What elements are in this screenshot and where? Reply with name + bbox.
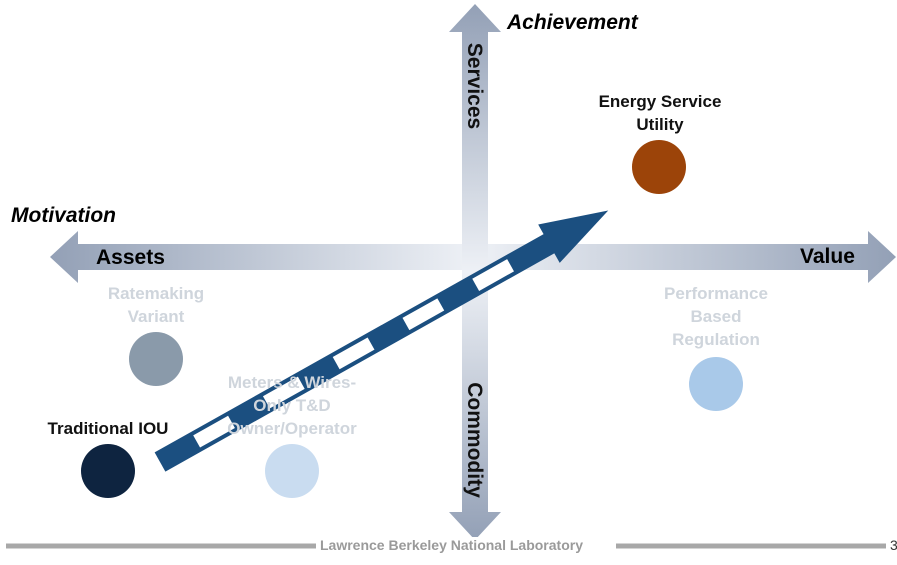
meters-wires-only-label-line: Owner/Operator — [227, 419, 357, 438]
meters-wires-only-label: Meters & Wires- Only T&D Owner/Operator — [206, 371, 378, 440]
page-number: 3 — [890, 537, 897, 553]
trajectory-arrow-stripe — [402, 298, 445, 331]
trajectory-arrow-stripe — [472, 259, 514, 291]
trajectory-arrow-head — [538, 210, 609, 263]
energy-service-utility-label-line: Utility — [636, 115, 684, 134]
trajectory-arrow-stripe — [332, 337, 375, 370]
ratemaking-variant-label: Ratemaking Variant — [76, 282, 236, 328]
energy-service-utility-node — [632, 140, 686, 194]
energy-service-utility-label-line: Energy Service — [598, 92, 722, 111]
performance-based-regulation-label-line: Regulation — [672, 330, 760, 349]
performance-based-regulation-label-line: Based — [690, 307, 742, 326]
traditional-iou-node — [81, 444, 135, 498]
footer-lab-name: Lawrence Berkeley National Laboratory — [316, 537, 587, 553]
performance-based-regulation-node — [689, 357, 743, 411]
value-label: Value — [800, 245, 855, 268]
meters-wires-only-label-line: Only T&D — [253, 396, 331, 415]
traditional-iou-label-line: Traditional IOU — [47, 419, 169, 438]
trajectory-arrow — [154, 210, 609, 472]
achievement-axis-title: Achievement — [507, 11, 638, 34]
ratemaking-variant-label-line: Variant — [127, 307, 185, 326]
meters-wires-only-label-line: Meters & Wires- — [227, 373, 357, 392]
meters-wires-only-node — [265, 444, 319, 498]
commodity-label: Commodity — [463, 382, 486, 498]
vertical-axis-arrow — [449, 4, 501, 540]
ratemaking-variant-label-line: Ratemaking — [107, 284, 205, 303]
trajectory-arrow-stripes — [193, 259, 514, 448]
performance-based-regulation-label: Performance Based Regulation — [631, 282, 801, 351]
ratemaking-variant-node — [129, 332, 183, 386]
motivation-axis-title: Motivation — [11, 204, 116, 227]
services-label: Services — [463, 42, 486, 130]
traditional-iou-label: Traditional IOU — [26, 417, 190, 440]
energy-service-utility-label: Energy Service Utility — [570, 90, 750, 136]
performance-based-regulation-label-line: Performance — [664, 284, 768, 303]
trajectory-arrow-stripe — [262, 376, 305, 409]
trajectory-arrow-stripe — [193, 415, 235, 448]
assets-label: Assets — [96, 246, 165, 269]
